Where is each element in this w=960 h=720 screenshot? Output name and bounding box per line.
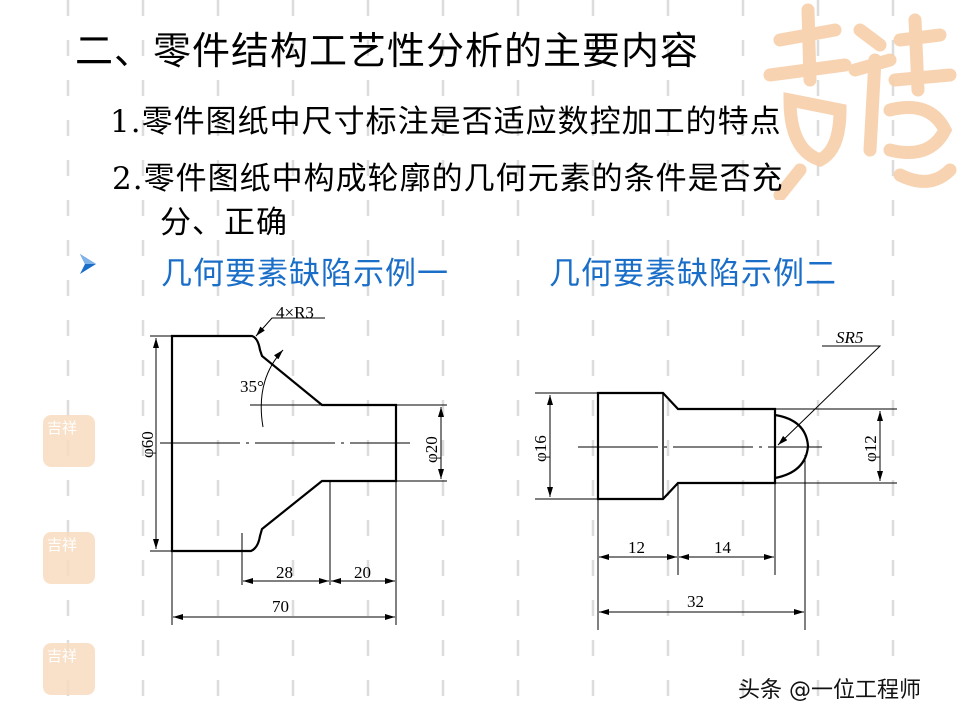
length-32-label: 32	[687, 592, 704, 611]
list-item-2: 2.零件图纸中构成轮廓的几何元素的条件是否充	[112, 161, 784, 197]
list-item-2-continued: 分、正确	[160, 205, 288, 241]
fillet-radius-label: 4×R3	[276, 303, 314, 322]
diameter-16-label: φ16	[531, 435, 550, 462]
length-28-label: 28	[276, 563, 293, 582]
decorative-seal-small: 吉祥	[43, 415, 95, 467]
watermark-text: 头条 @一位工程师	[738, 678, 921, 703]
diameter-20-label: φ20	[422, 436, 441, 463]
list-item-1: 1.零件图纸中尺寸标注是否适应数控加工的特点	[110, 104, 782, 140]
length-70-label: 70	[272, 597, 289, 616]
length-20-label: 20	[354, 563, 371, 582]
diameter-60-label: φ60	[138, 431, 157, 458]
decorative-seal-small: 吉祥	[43, 643, 95, 695]
diameter-12-label: φ12	[861, 435, 880, 462]
decorative-seal-large	[763, 3, 957, 200]
decorative-seal-small: 吉祥	[43, 532, 95, 584]
length-14-label: 14	[714, 538, 732, 557]
drawing-example-1	[150, 317, 447, 625]
slide-title: 二、零件结构工艺性分析的主要内容	[75, 29, 700, 73]
arrow-bullet-icon	[80, 254, 96, 274]
length-12-label: 12	[628, 538, 645, 557]
example-1-link[interactable]: 几何要素缺陷示例一	[161, 256, 449, 292]
drawing-example-2	[535, 345, 897, 630]
sphere-radius-label: SR5	[836, 328, 863, 347]
example-2-link[interactable]: 几何要素缺陷示例二	[549, 256, 837, 292]
angle-label: 35°	[240, 377, 264, 396]
